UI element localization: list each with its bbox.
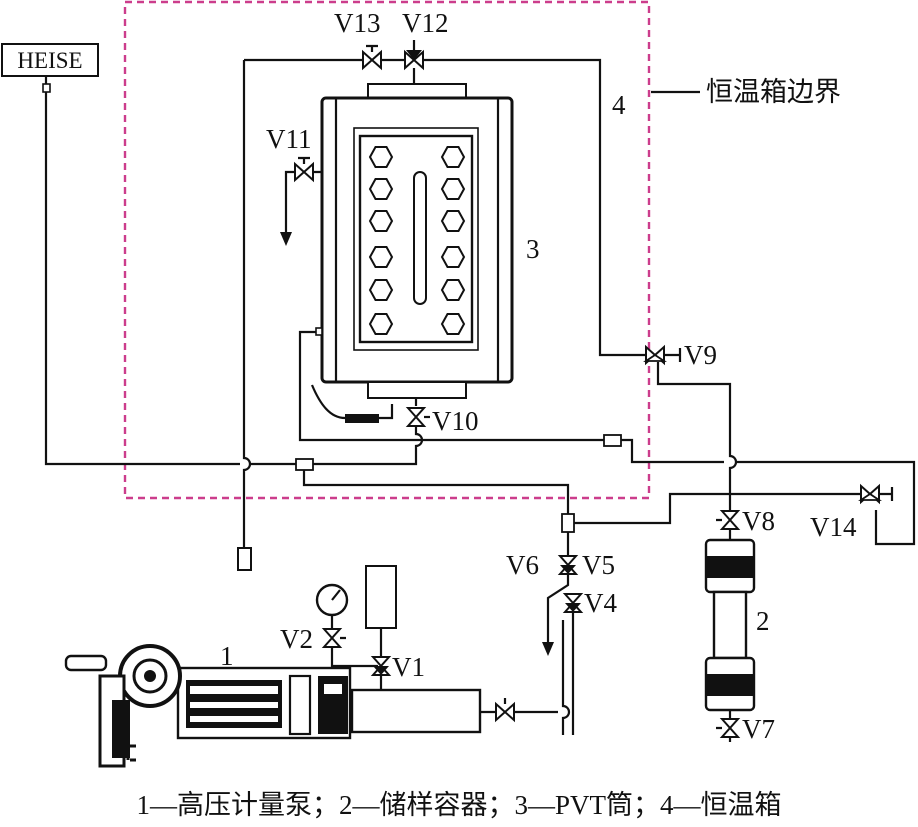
heise-gauge [1, 43, 99, 77]
label-v10: V10 [432, 406, 479, 436]
label-4: 4 [612, 90, 626, 120]
label-v4: V4 [584, 588, 617, 618]
label-1: 1 [220, 641, 234, 671]
label-v11: V11 [266, 124, 312, 154]
label-2: 2 [756, 606, 770, 636]
label-v5: V5 [582, 550, 615, 580]
label-v6: V6 [506, 550, 539, 580]
label-v7: V7 [742, 714, 775, 744]
thermostat-boundary [123, 0, 651, 500]
heise-label: HEISE [17, 48, 82, 73]
left-drain-vessel [237, 547, 252, 571]
pvt-cylinder [320, 83, 514, 399]
label-v8: V8 [742, 506, 775, 536]
label-v1: V1 [392, 652, 425, 682]
label-v9: V9 [684, 340, 717, 370]
metering-pump [64, 644, 482, 768]
label-v13: V13 [334, 8, 381, 38]
boundary-label: 恒温箱边界 [706, 77, 841, 107]
label-v12: V12 [402, 8, 449, 38]
label-3: 3 [526, 234, 540, 264]
sample-container [704, 538, 756, 712]
figure-caption: 1—高压计量泵；2—储样容器；3—PVT筒；4—恒温箱 [136, 790, 781, 820]
label-v14: V14 [810, 512, 857, 542]
label-v2: V2 [280, 624, 313, 654]
